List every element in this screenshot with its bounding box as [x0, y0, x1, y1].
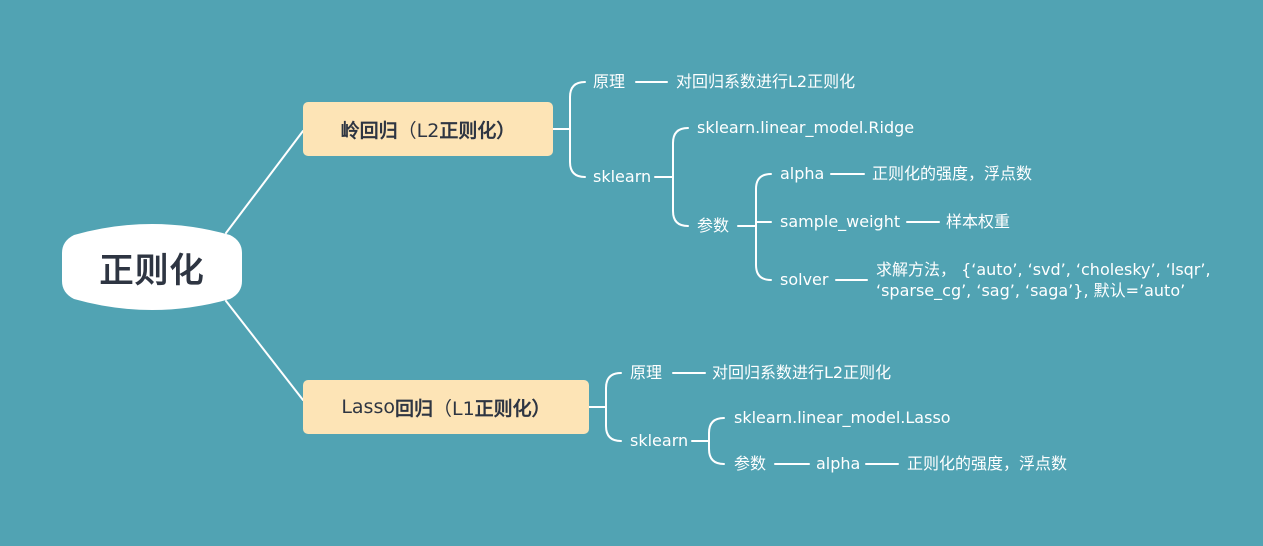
ridge-label-plain: （L2: [397, 119, 440, 142]
lasso-param-alpha-name[interactable]: alpha: [816, 454, 861, 473]
connector-ridge-sklearn-fork: [672, 127, 689, 227]
lasso-params-label[interactable]: 参数: [734, 454, 767, 473]
lasso-principle-label[interactable]: 原理: [630, 363, 663, 382]
connector-ridge-fork: [569, 81, 586, 178]
lasso-label-plain: （L1: [432, 397, 475, 420]
lasso-param-alpha-desc[interactable]: 正则化的强度，浮点数: [907, 454, 1068, 473]
lasso-sklearn-module[interactable]: sklearn.linear_model.Lasso: [734, 408, 951, 427]
ridge-sklearn-module[interactable]: sklearn.linear_model.Ridge: [697, 118, 915, 137]
lasso-label-plain-a: Lasso: [341, 396, 395, 418]
root-node[interactable]: 正则化: [62, 221, 242, 313]
ridge-param-alpha-name[interactable]: alpha: [780, 164, 825, 183]
connector-ridge-params-fork: [755, 173, 772, 281]
ridge-label-bold-a: 岭回归: [340, 119, 398, 142]
lasso-label-bold-b: 正则化）: [474, 397, 551, 420]
ridge-sklearn-label[interactable]: sklearn: [593, 167, 652, 186]
root-node-shape: [62, 224, 242, 310]
connector-lasso-sklearn-fork: [708, 417, 725, 465]
lasso-sklearn-label[interactable]: sklearn: [630, 431, 689, 450]
lasso-label-bold-a: 回归: [394, 397, 433, 420]
ridge-label-bold-b: 正则化）: [439, 119, 516, 142]
ridge-principle-desc[interactable]: 对回归系数进行L2正则化: [676, 72, 856, 91]
ridge-param-sample-weight-desc[interactable]: 样本权重: [946, 212, 1011, 231]
ridge-param-alpha-desc[interactable]: 正则化的强度，浮点数: [872, 164, 1033, 183]
ridge-param-solver-desc[interactable]: 求解方法， {‘auto’, ‘svd’, ‘cholesky’, ‘lsqr’…: [876, 260, 1211, 300]
root-label: 正则化: [99, 250, 205, 291]
ridge-principle-label[interactable]: 原理: [593, 72, 626, 91]
connector-root-lasso: [225, 300, 304, 401]
connector-root-ridge: [225, 130, 304, 234]
ridge-params-label[interactable]: 参数: [697, 216, 730, 235]
connector-lasso-fork: [605, 372, 622, 442]
ridge-param-solver-name[interactable]: solver: [780, 270, 829, 289]
ridge-param-sample-weight-name[interactable]: sample_weight: [780, 212, 901, 231]
lasso-principle-desc[interactable]: 对回归系数进行L2正则化: [712, 363, 892, 382]
